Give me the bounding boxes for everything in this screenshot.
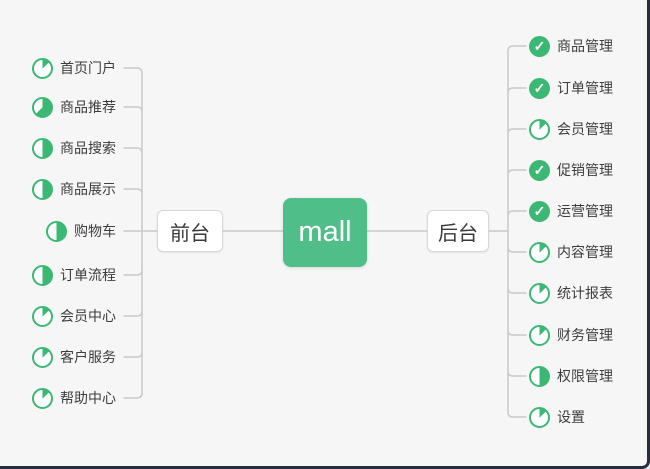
topic-label: 会员中心: [60, 308, 116, 324]
topic-row[interactable]: 商品管理: [529, 35, 613, 57]
topic-label: 运营管理: [557, 203, 613, 219]
topic-label: 客户服务: [60, 349, 116, 365]
topic-label: 商品搜索: [60, 140, 116, 156]
topic-row[interactable]: 运营管理: [529, 200, 613, 222]
topic-label: 促销管理: [557, 162, 613, 178]
check-icon: [529, 35, 550, 57]
progress-pie-icon: [32, 346, 53, 368]
branch-node-backend[interactable]: 后台: [427, 210, 489, 252]
topic-row[interactable]: 商品展示: [32, 178, 116, 200]
topic-row[interactable]: 权限管理: [529, 365, 613, 387]
topic-row[interactable]: 客户服务: [32, 346, 116, 368]
progress-pie-icon: [32, 137, 53, 159]
topic-label: 商品管理: [557, 38, 613, 54]
topic-label: 帮助中心: [60, 390, 116, 406]
progress-pie-icon: [46, 220, 67, 242]
topic-row[interactable]: 内容管理: [529, 241, 613, 263]
topic-label: 购物车: [74, 223, 116, 239]
progress-pie-icon: [529, 241, 550, 263]
progress-pie-icon: [529, 282, 550, 304]
topic-label: 内容管理: [557, 244, 613, 260]
branch-node-label: 前台: [170, 222, 210, 245]
topic-row[interactable]: 商品推荐: [32, 96, 116, 118]
branch-node-frontend[interactable]: 前台: [157, 210, 223, 252]
topic-label: 商品展示: [60, 181, 116, 197]
check-icon: [529, 77, 550, 99]
topic-row[interactable]: 会员管理: [529, 118, 613, 140]
progress-pie-icon: [529, 324, 550, 346]
topic-row[interactable]: 订单管理: [529, 77, 613, 99]
progress-pie-icon: [32, 305, 53, 327]
progress-pie-icon: [32, 264, 53, 286]
check-icon: [529, 159, 550, 181]
topic-label: 设置: [557, 409, 585, 425]
branch-node-label: 后台: [438, 222, 478, 245]
topic-row[interactable]: 财务管理: [529, 324, 613, 346]
progress-pie-icon: [529, 365, 550, 387]
root-node-mall[interactable]: mall: [283, 198, 367, 267]
progress-pie-icon: [529, 406, 550, 428]
topic-label: 首页门户: [60, 60, 116, 76]
topic-label: 商品推荐: [60, 99, 116, 115]
topic-row[interactable]: 统计报表: [529, 282, 613, 304]
topic-row[interactable]: 帮助中心: [32, 387, 116, 409]
topic-label: 订单管理: [557, 80, 613, 96]
topic-row[interactable]: 会员中心: [32, 305, 116, 327]
topic-label: 统计报表: [557, 285, 613, 301]
progress-pie-icon: [32, 96, 53, 118]
topic-label: 订单流程: [60, 267, 116, 283]
progress-pie-icon: [529, 118, 550, 140]
progress-pie-icon: [32, 178, 53, 200]
topic-row[interactable]: 促销管理: [529, 159, 613, 181]
topic-row[interactable]: 首页门户: [32, 57, 116, 79]
topic-label: 权限管理: [557, 368, 613, 384]
topic-row[interactable]: 设置: [529, 406, 585, 428]
topic-label: 会员管理: [557, 121, 613, 137]
root-node-label: mall: [298, 216, 352, 248]
topic-label: 财务管理: [557, 327, 613, 343]
topic-row[interactable]: 购物车: [46, 220, 116, 242]
progress-pie-icon: [32, 57, 53, 79]
check-icon: [529, 200, 550, 222]
progress-pie-icon: [32, 387, 53, 409]
topic-row[interactable]: 订单流程: [32, 264, 116, 286]
topic-row[interactable]: 商品搜索: [32, 137, 116, 159]
